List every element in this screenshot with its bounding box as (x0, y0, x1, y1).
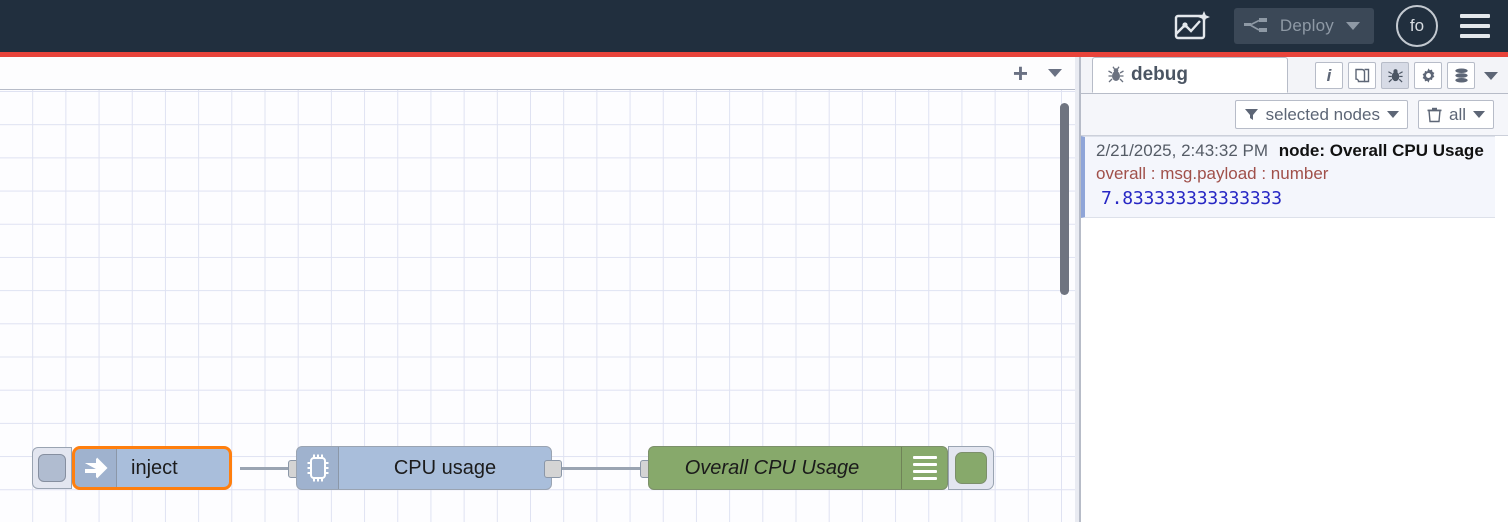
tab-debug-label: debug (1131, 64, 1188, 85)
node-cpu-body[interactable]: CPU usage (296, 446, 552, 490)
flow-canvas[interactable]: inject CP (0, 90, 1080, 522)
debug-node-filter-button[interactable]: selected nodes (1234, 100, 1408, 129)
tab-debug[interactable]: debug (1092, 57, 1288, 93)
sidebar-help-book-icon[interactable] (1348, 62, 1376, 89)
sidebar-info-icon[interactable]: i (1315, 62, 1343, 89)
debug-clear-label: all (1448, 104, 1466, 124)
sidebar-tools-chevron-down-icon[interactable] (1484, 71, 1498, 80)
debug-message-timestamp: 2/21/2025, 2:43:32 PM (1096, 141, 1269, 160)
sidebar-config-gear-icon[interactable] (1414, 62, 1442, 89)
trash-icon (1427, 107, 1442, 122)
add-tab-button[interactable]: + (1012, 58, 1028, 88)
bug-icon (1108, 66, 1124, 83)
hamburger-menu-icon[interactable] (1460, 14, 1490, 38)
sidebar-context-data-icon[interactable] (1447, 62, 1475, 89)
sidebar-tab-row: debug i (1081, 57, 1508, 94)
debug-clear-button[interactable]: all (1417, 100, 1494, 129)
deploy-icon (1243, 18, 1267, 32)
panel-splitter-line (1079, 57, 1081, 522)
deploy-label: Deploy (1279, 16, 1334, 35)
panel-splitter[interactable] (1075, 57, 1079, 522)
node-debug-body[interactable]: Overall CPU Usage (648, 446, 948, 490)
node-cpu-output-port[interactable] (544, 460, 562, 478)
debug-message-topic: overall : msg.payload : number (1096, 164, 1329, 183)
canvas-vertical-scrollbar[interactable] (1060, 103, 1069, 295)
debug-message-value: 7.833333333333333 (1101, 188, 1282, 209)
header-accent-line (0, 52, 1508, 57)
debug-node-filter-chevron-down-icon[interactable] (1386, 111, 1399, 118)
canvas-toolbar: + (0, 57, 1080, 90)
sidebar: debug i (1081, 57, 1508, 522)
deploy-chevron-down-icon[interactable] (1346, 22, 1360, 30)
wire-cpu-to-debug (552, 467, 648, 470)
debug-toggle-indicator (955, 452, 987, 484)
node-debug-label: Overall CPU Usage (684, 456, 860, 479)
ai-assistant-icon[interactable] (1172, 8, 1212, 44)
debug-node-filter-label: selected nodes (1265, 104, 1380, 124)
node-inject-label: inject (131, 456, 178, 479)
node-inject-body[interactable]: inject (72, 446, 232, 490)
microchip-icon (297, 447, 339, 489)
debug-message-list[interactable]: 2/21/2025, 2:43:32 PM node: Overall CPU … (1081, 136, 1508, 522)
app-header: Deploy fo (0, 0, 1508, 52)
debug-toggle-button[interactable] (948, 446, 994, 490)
debug-lines-icon (901, 447, 947, 489)
debug-clear-chevron-down-icon[interactable] (1473, 111, 1485, 118)
deploy-button[interactable]: Deploy (1233, 8, 1374, 44)
inject-trigger-button[interactable] (32, 447, 72, 489)
wire-inject-to-cpu (240, 467, 296, 470)
inject-arrow-icon (75, 449, 117, 487)
node-cpu-label: CPU usage (393, 456, 497, 479)
tabs-chevron-down-icon[interactable] (1048, 69, 1062, 77)
debug-message-node[interactable]: node: Overall CPU Usage (1278, 141, 1484, 160)
debug-message[interactable]: 2/21/2025, 2:43:32 PM node: Overall CPU … (1081, 136, 1495, 218)
funnel-icon (1244, 109, 1258, 120)
sidebar-debug-bug-icon[interactable] (1381, 62, 1409, 89)
debug-message-header: 2/21/2025, 2:43:32 PM node: Overall CPU … (1096, 141, 1489, 161)
avatar-initials: fo (1409, 16, 1425, 35)
sidebar-tool-buttons: i (1315, 62, 1500, 89)
user-avatar[interactable]: fo (1396, 5, 1438, 47)
inject-trigger-icon (38, 454, 66, 482)
debug-filter-row: selected nodes all (1081, 94, 1508, 136)
